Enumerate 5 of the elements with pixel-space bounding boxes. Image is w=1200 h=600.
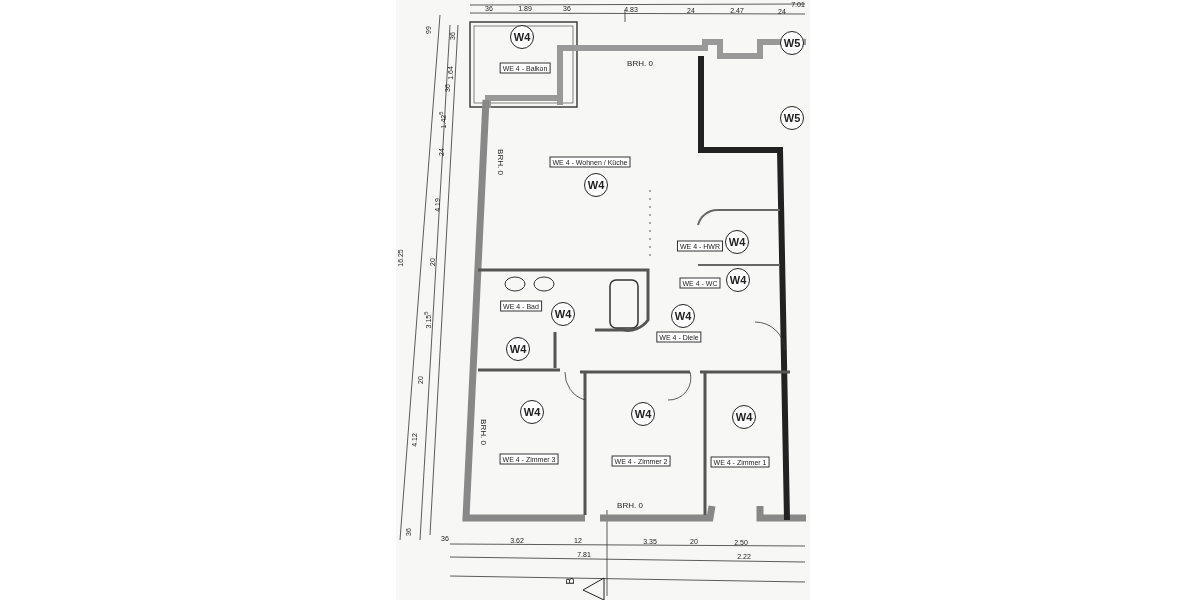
sill-height-note: BRH. 0 <box>496 149 504 175</box>
sill-height-note: BRH. 0 <box>627 60 653 68</box>
axis-letter: B <box>564 577 576 585</box>
sill-height-note: BRH. 0 <box>617 502 643 510</box>
sill-height-note: BRH. 0 <box>479 419 487 445</box>
